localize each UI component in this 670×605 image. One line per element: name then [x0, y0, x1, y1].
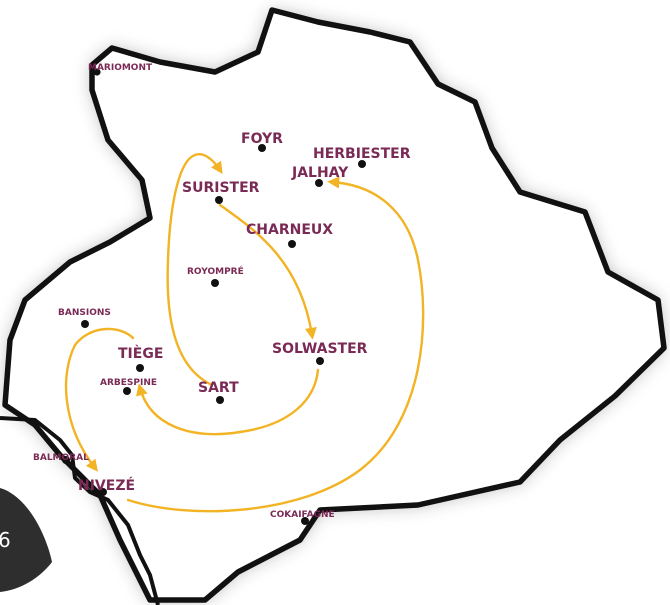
- label-cokaifagne: COKAIFAGNE: [270, 510, 335, 520]
- dot-bansions: [81, 320, 89, 328]
- label-sart: SART: [198, 380, 239, 396]
- label-niveze: NIVEZÉ: [78, 477, 135, 494]
- town-dots: [62, 68, 366, 525]
- route-niveze-to-jalhay: [126, 176, 425, 513]
- page-number: 6: [0, 528, 11, 552]
- label-royompre: ROYOMPRÉ: [187, 265, 244, 277]
- label-balmoral: BALMORAL: [33, 453, 89, 463]
- neighbour-boundary: [0, 416, 160, 605]
- label-bansions: BANSIONS: [58, 308, 111, 318]
- town-labels: MARIOMONT FOYR HERBIESTER JALHAY SURISTE…: [33, 63, 411, 520]
- label-tiege: TIÈGE: [118, 345, 163, 362]
- label-surister: SURISTER: [182, 180, 260, 196]
- dot-cokaifagne: [301, 517, 309, 525]
- label-herbiester: HERBIESTER: [313, 146, 411, 162]
- label-arbespine: ARBESPINE: [100, 378, 157, 388]
- label-jalhay: JALHAY: [291, 165, 349, 181]
- dot-balmoral: [62, 456, 70, 464]
- dot-solwaster: [316, 357, 324, 365]
- label-charneux: CHARNEUX: [246, 222, 333, 238]
- dot-niveze: [99, 488, 107, 496]
- page-badge: 6: [0, 488, 52, 592]
- dot-arbespine: [123, 387, 131, 395]
- route-sart-to-surister: [166, 153, 223, 387]
- dot-herbiester: [358, 160, 366, 168]
- label-solwaster: SOLWASTER: [272, 341, 368, 357]
- dot-royompre: [211, 279, 219, 287]
- dot-foyr: [258, 144, 266, 152]
- route-surister-to-solwaster: [218, 203, 317, 340]
- commune-boundary: [2, 7, 667, 603]
- dot-mariomont: [93, 68, 101, 76]
- dot-charneux: [288, 240, 296, 248]
- route-tiege-to-niveze: [64, 327, 135, 472]
- route-solwaster-to-arbespine: [136, 368, 320, 436]
- page-badge-shape: [0, 488, 52, 592]
- route-arrows: [64, 153, 425, 513]
- label-foyr: FOYR: [241, 131, 283, 147]
- dot-surister: [215, 196, 223, 204]
- label-mariomont: MARIOMONT: [88, 63, 153, 73]
- dot-jalhay: [315, 179, 323, 187]
- dot-tiege: [136, 364, 144, 372]
- dot-sart: [216, 396, 224, 404]
